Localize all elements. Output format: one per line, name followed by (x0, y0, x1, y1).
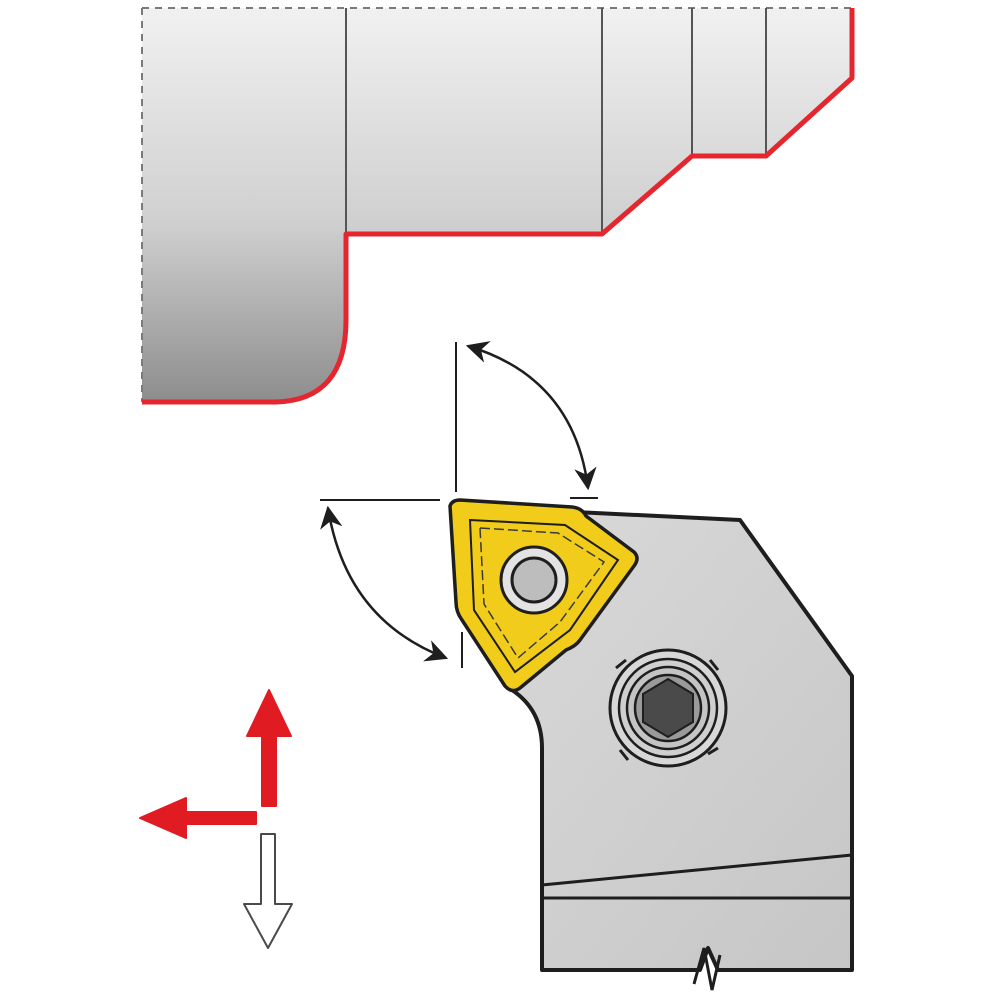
insert-chipbreaker (468, 518, 620, 674)
machined-profile-line (142, 8, 855, 405)
trigon-insert (448, 498, 639, 693)
axial-feed-left-arrow-icon (139, 797, 257, 839)
workpiece (141, 7, 855, 405)
holder-shank-line (541, 853, 853, 887)
radial-feed-up-arrow-icon (246, 689, 292, 807)
insert-hole-inner (510, 556, 558, 604)
insert-angle-arc-icon (320, 505, 449, 662)
approach-angle-arc-icon (465, 341, 597, 491)
tool-holder (473, 510, 854, 991)
insert-inner-land (479, 527, 606, 660)
break-symbol (692, 947, 722, 991)
hex-socket-icon (642, 677, 694, 739)
radial-feed-down-hollow-arrow-icon (243, 833, 293, 949)
angle-indicators (320, 341, 598, 668)
workpiece-body (142, 8, 852, 402)
hex-socket-screw (608, 648, 728, 768)
feed-arrows (139, 689, 293, 949)
